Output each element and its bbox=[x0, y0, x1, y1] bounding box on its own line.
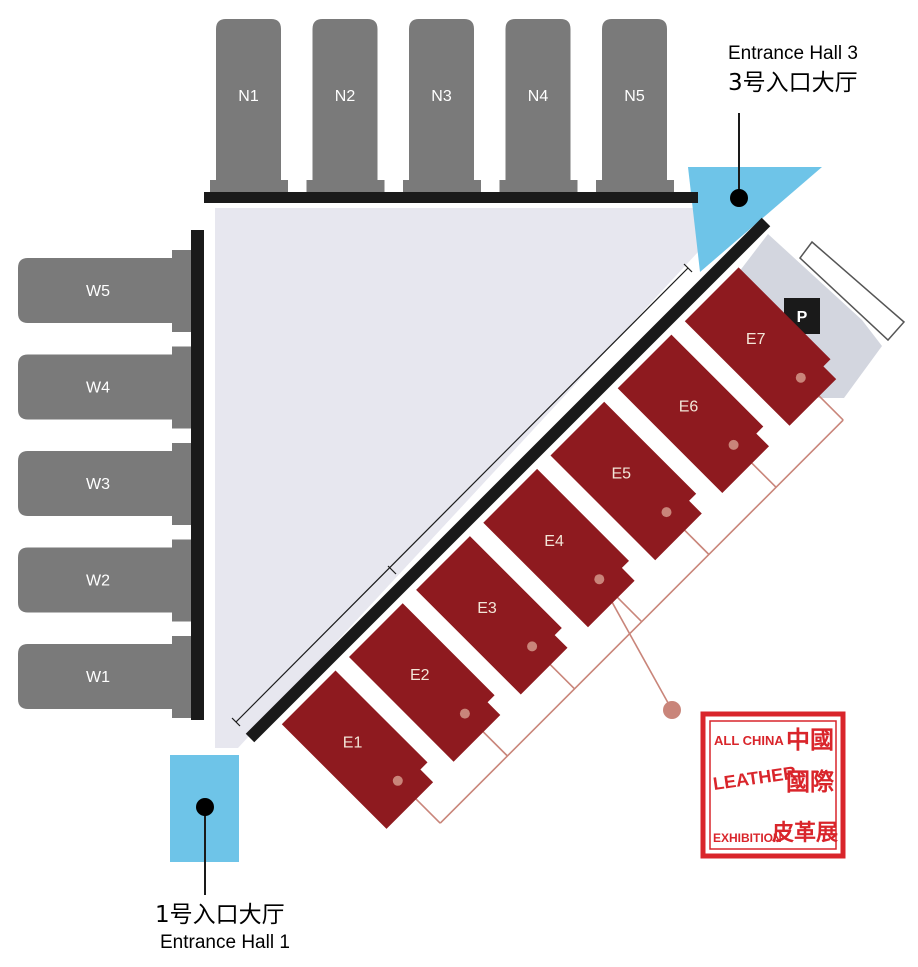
seal-text-cn-3: 皮革展 bbox=[772, 820, 838, 846]
hall-e1-label: E1 bbox=[343, 734, 363, 751]
entrance-hall-3-marker[interactable] bbox=[730, 189, 748, 207]
hall-w4-label: W4 bbox=[86, 380, 110, 397]
hall-e4-dot bbox=[594, 574, 605, 585]
hall-e5-building bbox=[550, 401, 702, 561]
entrance-hall-1-label-cn: 1号入口大厅 bbox=[155, 902, 285, 928]
hall-e6-building bbox=[617, 334, 769, 493]
entrance-hall-3[interactable] bbox=[688, 167, 822, 272]
hall-w3-building bbox=[18, 443, 191, 525]
hall-e2-dot bbox=[459, 708, 470, 719]
hall-n2-building bbox=[306, 19, 385, 192]
hall-n5-building bbox=[596, 19, 674, 192]
hall-e6-dot bbox=[728, 439, 739, 450]
hall-e3-dot bbox=[527, 641, 538, 652]
connector-hub-dot bbox=[663, 701, 681, 719]
entrance-hall-3-label-cn: 3号入口大厅 bbox=[728, 70, 858, 96]
entrance-hall-3-label-en: Entrance Hall 3 bbox=[728, 43, 858, 64]
seal-text-cn-1: 中國 bbox=[786, 726, 834, 754]
hall-e2-label: E2 bbox=[410, 667, 430, 684]
hall-n1-label: N1 bbox=[238, 88, 259, 105]
hall-w5[interactable]: W5 bbox=[18, 250, 191, 332]
hall-e4[interactable]: E4 bbox=[483, 468, 635, 628]
hall-n2-label: N2 bbox=[335, 88, 356, 105]
hall-e1[interactable]: E1 bbox=[281, 670, 434, 829]
hall-w1-building bbox=[18, 636, 191, 718]
hall-e3-label: E3 bbox=[477, 600, 497, 617]
diagonal-wall bbox=[245, 217, 771, 743]
hall-w5-building bbox=[18, 250, 191, 332]
entrance-hall-1-marker[interactable] bbox=[196, 798, 214, 816]
hall-w3[interactable]: W3 bbox=[18, 443, 191, 525]
seal-text-all-china: ALL CHINA bbox=[714, 733, 784, 748]
hall-e7[interactable]: E7 bbox=[684, 267, 837, 426]
hall-e7-label: E7 bbox=[746, 331, 766, 348]
parking-annex bbox=[798, 240, 906, 342]
hall-w4[interactable]: W4 bbox=[18, 346, 191, 429]
hall-w3-label: W3 bbox=[86, 476, 110, 493]
hall-e7-dot bbox=[795, 372, 806, 383]
hall-e6[interactable]: E6 bbox=[617, 334, 769, 493]
hall-n4-building bbox=[499, 19, 578, 192]
hall-w2-building bbox=[18, 539, 191, 622]
hall-e3-building bbox=[416, 536, 568, 695]
hall-e4-building bbox=[483, 468, 635, 628]
hall-n4-label: N4 bbox=[528, 88, 549, 105]
entrance-hall-1-label-en: Entrance Hall 1 bbox=[160, 932, 290, 953]
seal-text-exhibition: EXHIBITION bbox=[713, 831, 782, 845]
west-wall bbox=[191, 230, 204, 720]
north-halls: N1 N2 N3 N4 N5 bbox=[210, 19, 674, 192]
hall-e2-building bbox=[349, 603, 501, 762]
hall-e4-label: E4 bbox=[544, 533, 564, 550]
hall-e5[interactable]: E5 bbox=[550, 401, 702, 561]
hall-w1[interactable]: W1 bbox=[18, 636, 191, 718]
hall-e3[interactable]: E3 bbox=[416, 536, 568, 695]
hall-w2[interactable]: W2 bbox=[18, 539, 191, 622]
north-wall bbox=[204, 192, 698, 203]
east-halls: E1 E2 E3 E4 E5 E6 E7 bbox=[281, 267, 837, 829]
seal-text-cn-2: 國際 bbox=[786, 768, 834, 796]
parking-icon: P bbox=[797, 309, 808, 326]
hall-n3[interactable]: N3 bbox=[403, 19, 481, 192]
hall-n3-label: N3 bbox=[431, 88, 452, 105]
hall-n1-building bbox=[210, 19, 288, 192]
hall-e5-label: E5 bbox=[612, 466, 632, 483]
central-plaza bbox=[215, 208, 698, 748]
hall-n3-building bbox=[403, 19, 481, 192]
hall-e1-dot bbox=[392, 775, 403, 786]
dimension-line bbox=[231, 263, 693, 727]
all-china-leather-exhibition-seal: ALL CHINA LEATHER EXHIBITION 中國 國際 皮革展 bbox=[700, 711, 846, 859]
hall-n5-label: N5 bbox=[624, 88, 645, 105]
hall-n1[interactable]: N1 bbox=[210, 19, 288, 192]
hall-w4-building bbox=[18, 346, 191, 429]
hall-n5[interactable]: N5 bbox=[596, 19, 674, 192]
hall-e2[interactable]: E2 bbox=[349, 603, 501, 762]
hall-w5-label: W5 bbox=[86, 283, 110, 300]
hall-n4[interactable]: N4 bbox=[499, 19, 578, 192]
hall-w1-label: W1 bbox=[86, 669, 110, 686]
hall-e7-building bbox=[684, 267, 837, 426]
connector-baseline bbox=[439, 419, 844, 824]
hall-w2-label: W2 bbox=[86, 573, 110, 590]
hall-n2[interactable]: N2 bbox=[306, 19, 385, 192]
hall-e6-label: E6 bbox=[679, 398, 699, 415]
hall-e5-dot bbox=[661, 507, 672, 518]
hall-e1-building bbox=[281, 670, 434, 829]
